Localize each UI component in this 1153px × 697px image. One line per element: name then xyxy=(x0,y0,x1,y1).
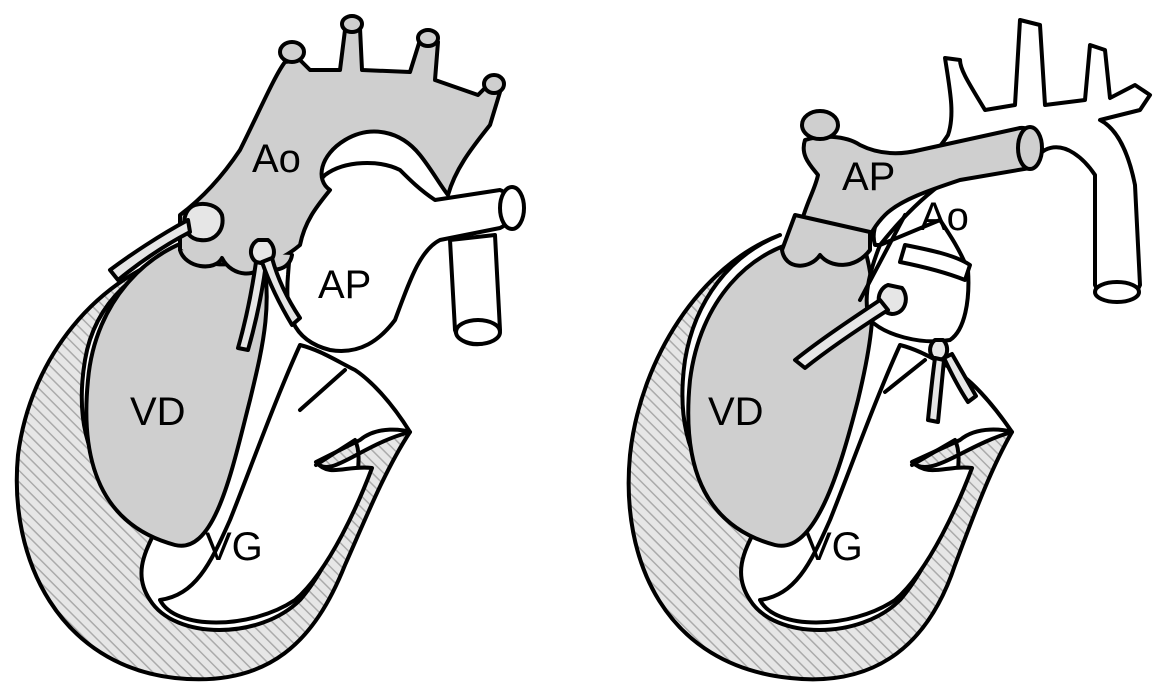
right-pulmonary-branch-start xyxy=(802,111,838,139)
left-arch-branch-4 xyxy=(484,75,504,93)
right-label-vd: VD xyxy=(708,390,764,434)
left-label-vg: VG xyxy=(205,525,263,569)
left-pulmonary-branch-end xyxy=(456,320,500,344)
right-label-ao: Ao xyxy=(920,195,969,239)
right-heart: AP Ao VD VG xyxy=(629,20,1150,679)
left-label-vd: VD xyxy=(130,390,186,434)
right-pulmonary-branch-end xyxy=(1018,127,1042,169)
left-arch-branch-3 xyxy=(418,30,438,46)
left-label-ao: Ao xyxy=(252,137,301,181)
left-pulmonary-branch-top xyxy=(500,187,524,229)
right-aorta-end xyxy=(1095,282,1139,302)
left-heart: Ao AP VD VG xyxy=(17,16,524,679)
left-label-ap: AP xyxy=(318,263,371,307)
right-label-vg: VG xyxy=(805,525,863,569)
right-label-ap: AP xyxy=(842,155,895,199)
left-arch-branch-2 xyxy=(342,16,362,32)
left-arch-branch-1 xyxy=(280,42,304,62)
